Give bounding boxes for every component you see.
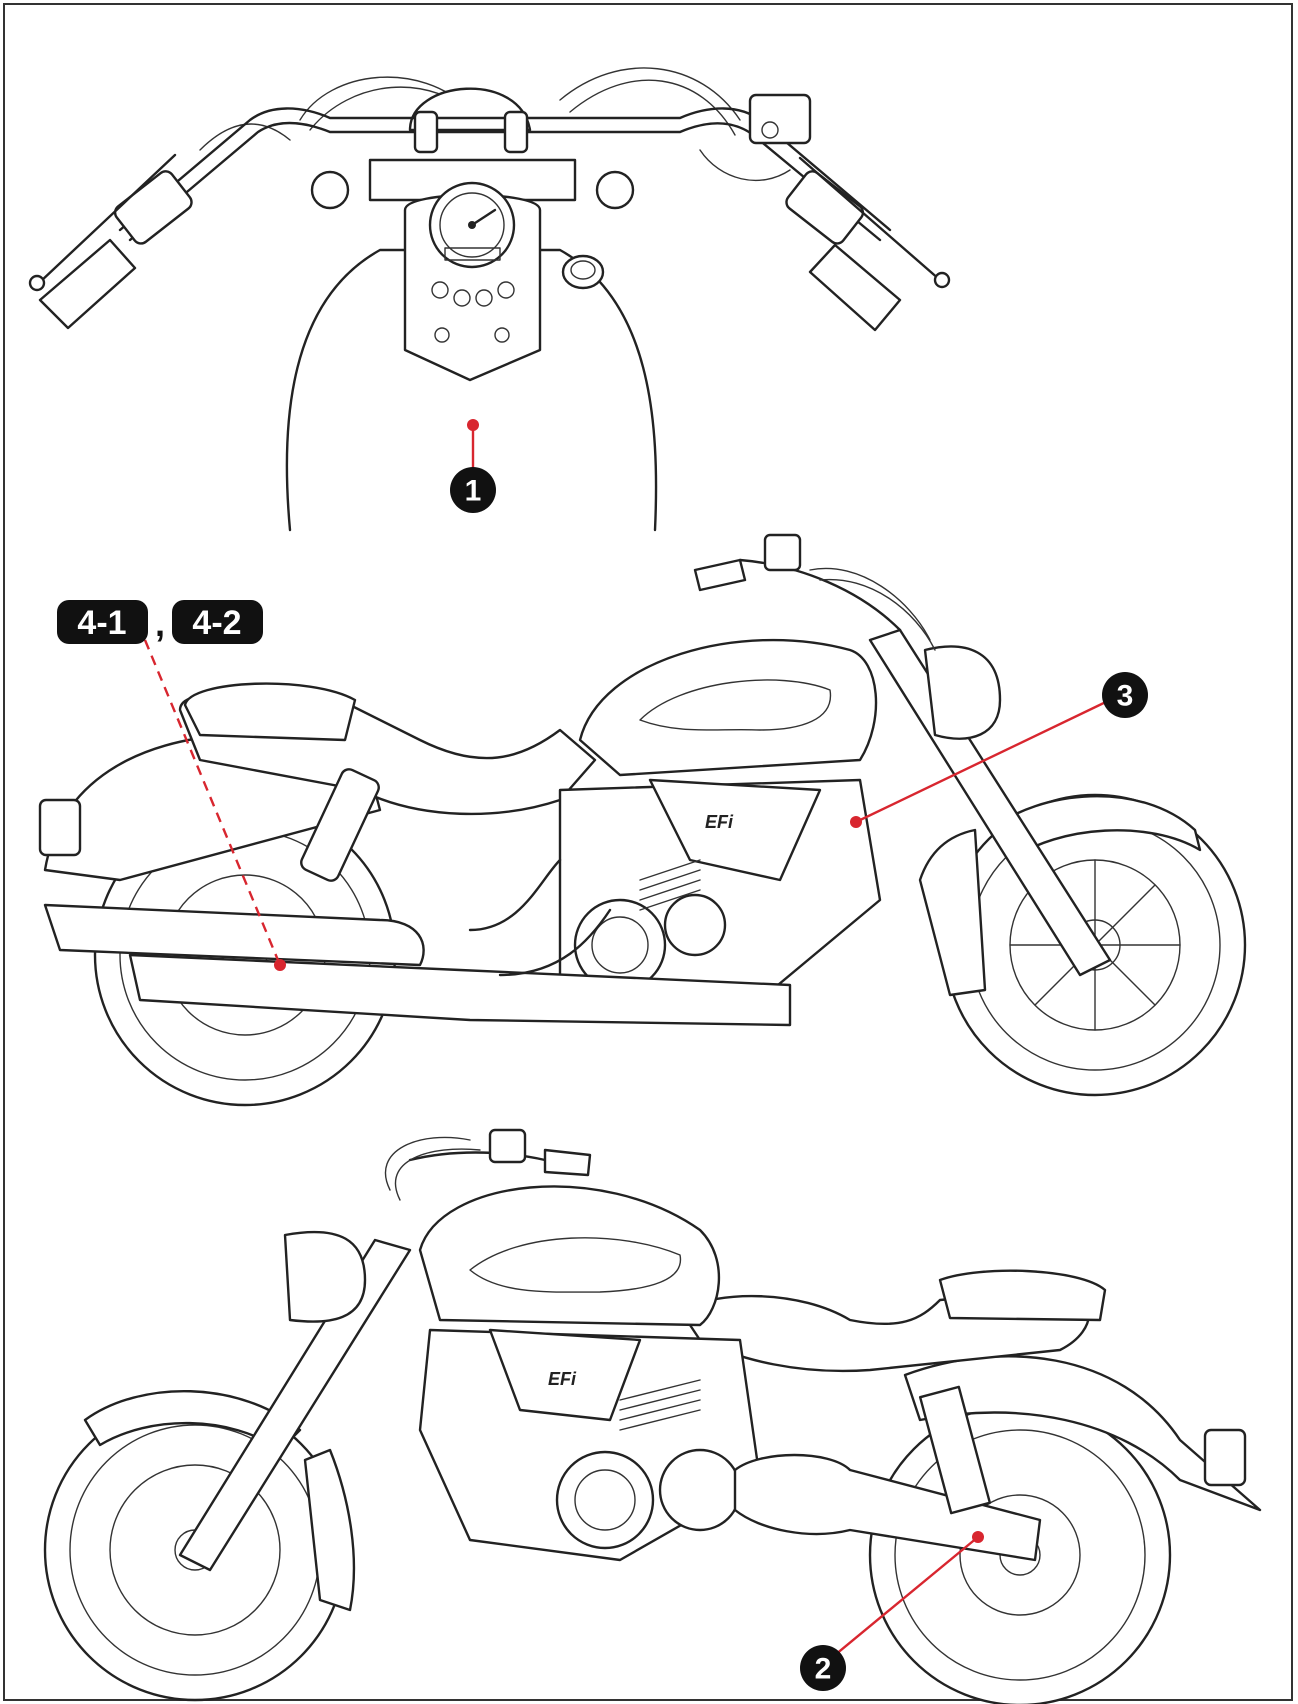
callout-3: 3 bbox=[850, 672, 1148, 828]
callout-1-number: 1 bbox=[465, 475, 482, 508]
engine-cover-label: EFi bbox=[705, 812, 734, 832]
callout-1: 1 bbox=[450, 419, 496, 513]
engine-cover-label-left: EFi bbox=[548, 1369, 577, 1389]
callout-2: 2 bbox=[800, 1531, 984, 1691]
callout-2-number: 2 bbox=[815, 1653, 832, 1686]
motorcycle-right-side-view-icon: EFi bbox=[38, 533, 1247, 1107]
motorcycle-left-side-view-icon: EFi bbox=[43, 1128, 1262, 1704]
callout-4-2-label: 4-2 bbox=[192, 604, 241, 642]
callout-4-separator: , bbox=[155, 603, 165, 644]
callout-3-number: 3 bbox=[1117, 680, 1134, 713]
callout-4: 4-1 , 4-2 bbox=[57, 600, 286, 971]
callout-4-1-label: 4-1 bbox=[77, 604, 126, 642]
handlebar-top-view-icon bbox=[28, 67, 951, 532]
